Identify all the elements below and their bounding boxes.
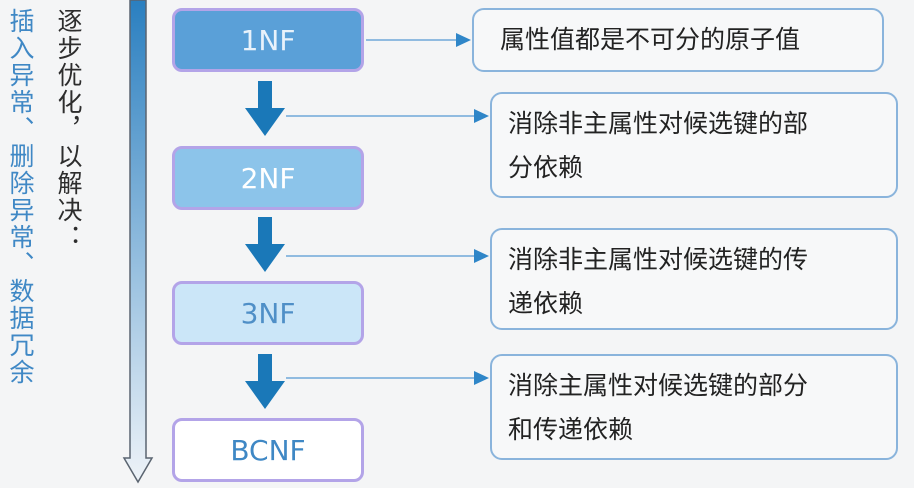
description-text: 属性值都是不可分的原子值 [500, 25, 801, 54]
down-arrow-icon [245, 217, 285, 272]
progression-arrow-icon [122, 0, 154, 484]
down-arrow-icon [245, 81, 285, 136]
description-box-2nf: 消除非主属性对候选键的部 分依赖 [490, 92, 898, 198]
nf-box-bcnf: BCNF [172, 418, 364, 482]
connector-arrow-icon [286, 109, 489, 123]
connector-arrow-icon [286, 371, 489, 385]
nf-box-1nf: 1NF [172, 8, 364, 72]
description-line: 分依赖 [508, 153, 584, 182]
connector-arrow-icon [366, 33, 471, 47]
down-arrow-icon [245, 354, 285, 409]
description-line: 消除非主属性对候选键的部 [508, 109, 809, 138]
nf-box-3nf: 3NF [172, 281, 364, 345]
description-line: 消除非主属性对候选键的传 [508, 245, 809, 274]
side-text-anomalies: 插入异常、删除异常、数据冗余 [6, 8, 35, 386]
connector-arrow-icon [286, 249, 489, 263]
description-line: 和传递依赖 [508, 415, 634, 444]
description-box-3nf: 消除非主属性对候选键的传 递依赖 [490, 228, 898, 330]
description-box-bcnf: 消除主属性对候选键的部分 和传递依赖 [490, 354, 898, 460]
nf-box-2nf: 2NF [172, 146, 364, 210]
description-line: 消除主属性对候选键的部分 [508, 371, 809, 400]
description-box-1nf: 属性值都是不可分的原子值 [472, 8, 884, 72]
description-line: 递依赖 [508, 289, 584, 318]
side-text-progression: 逐步优化，以解决： [54, 8, 83, 251]
